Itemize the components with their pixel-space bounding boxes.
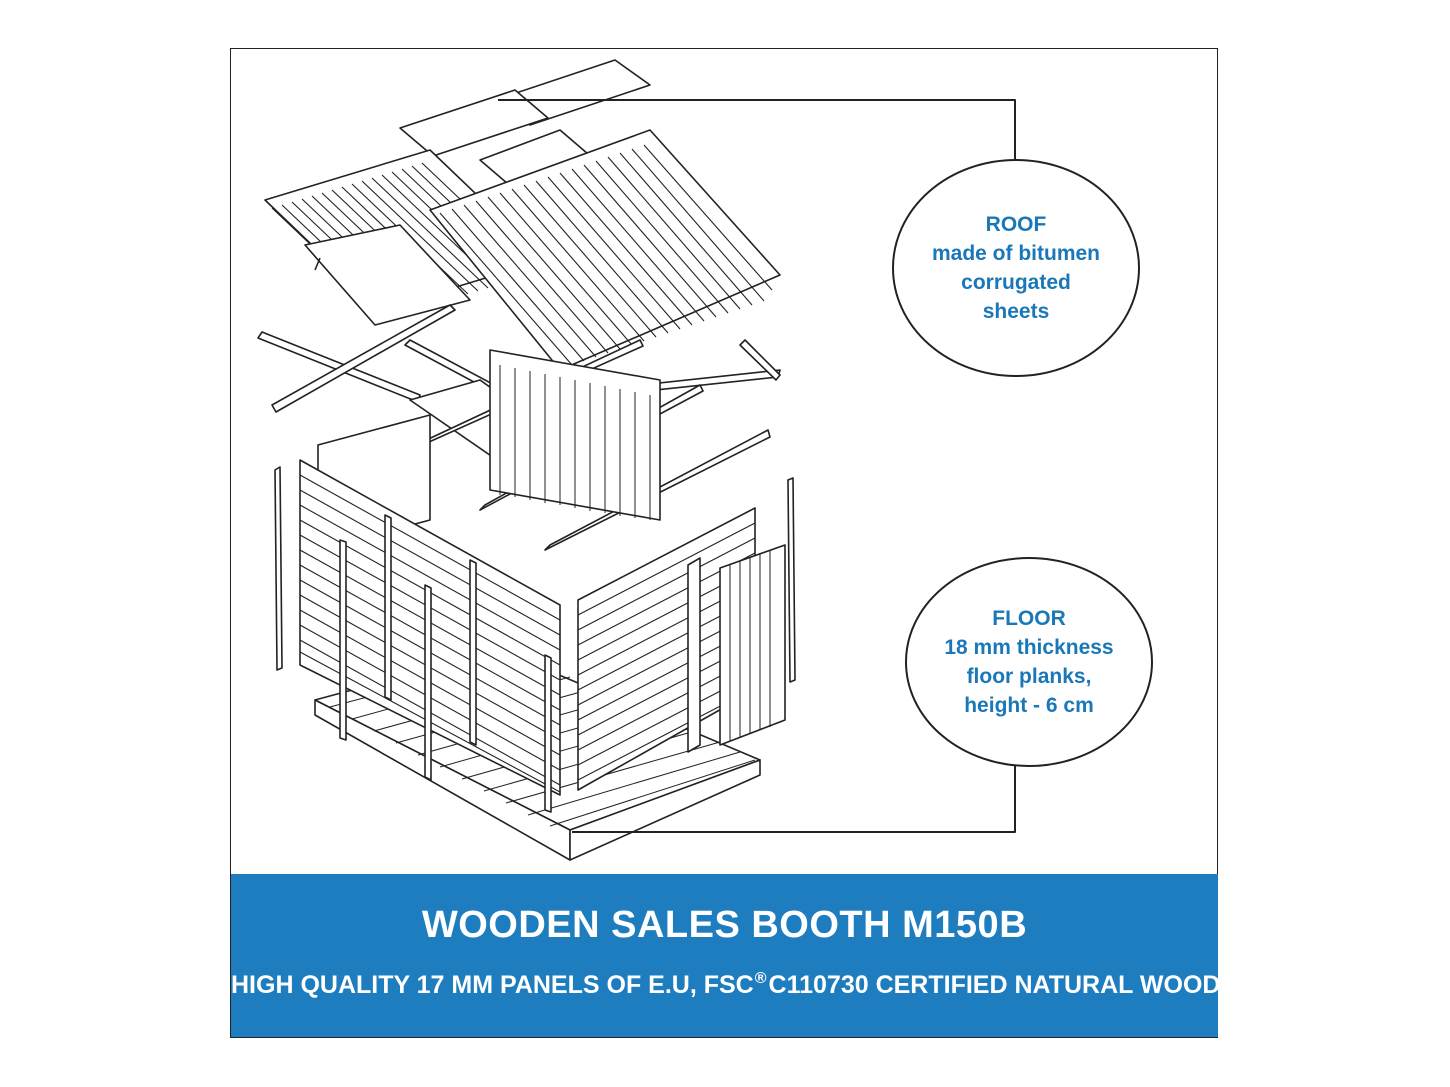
roof-callout-line: made of bitumen bbox=[931, 242, 1100, 265]
roof-sheet-right bbox=[429, 129, 781, 371]
roof-callout-line: corrugated bbox=[961, 271, 1071, 294]
floor-callout-ellipse bbox=[905, 557, 1153, 767]
registered-mark: ® bbox=[754, 970, 767, 987]
floor-callout-line: floor planks, bbox=[966, 665, 1092, 688]
front-wall bbox=[299, 459, 561, 813]
roof-leader-line bbox=[498, 99, 1016, 160]
banner-subtitle-start: HIGH QUALITY 17 MM PANELS OF E.U, FSC bbox=[231, 971, 754, 999]
trim-strip-left bbox=[274, 466, 283, 671]
title-banner: WOODEN SALES BOOTH M150B HIGH QUALITY 17… bbox=[231, 874, 1221, 1037]
floor-callout: FLOOR 18 mm thickness floor planks, heig… bbox=[906, 558, 1152, 766]
roof-callout-line: ROOF bbox=[985, 213, 1047, 236]
floor-leader-line bbox=[572, 766, 1016, 833]
roof-board-left bbox=[304, 224, 471, 326]
banner-subtitle: HIGH QUALITY 17 MM PANELS OF E.U, FSC®C1… bbox=[231, 970, 1221, 1000]
banner-title: WOODEN SALES BOOTH M150B bbox=[421, 904, 1028, 946]
banner-subtitle-end: C110730 CERTIFIED NATURAL WOOD bbox=[768, 971, 1221, 999]
roof-callout-line: sheets bbox=[982, 300, 1050, 323]
floor-callout-line: height - 6 cm bbox=[964, 694, 1094, 717]
floor-callout-line: 18 mm thickness bbox=[944, 636, 1114, 659]
trim-strip-right bbox=[787, 477, 796, 683]
roof-callout: ROOF made of bitumen corrugated sheets bbox=[894, 160, 1138, 376]
door-panel bbox=[719, 544, 786, 746]
roof-callout-ellipse bbox=[892, 159, 1140, 377]
floor-callout-line: FLOOR bbox=[992, 607, 1066, 630]
